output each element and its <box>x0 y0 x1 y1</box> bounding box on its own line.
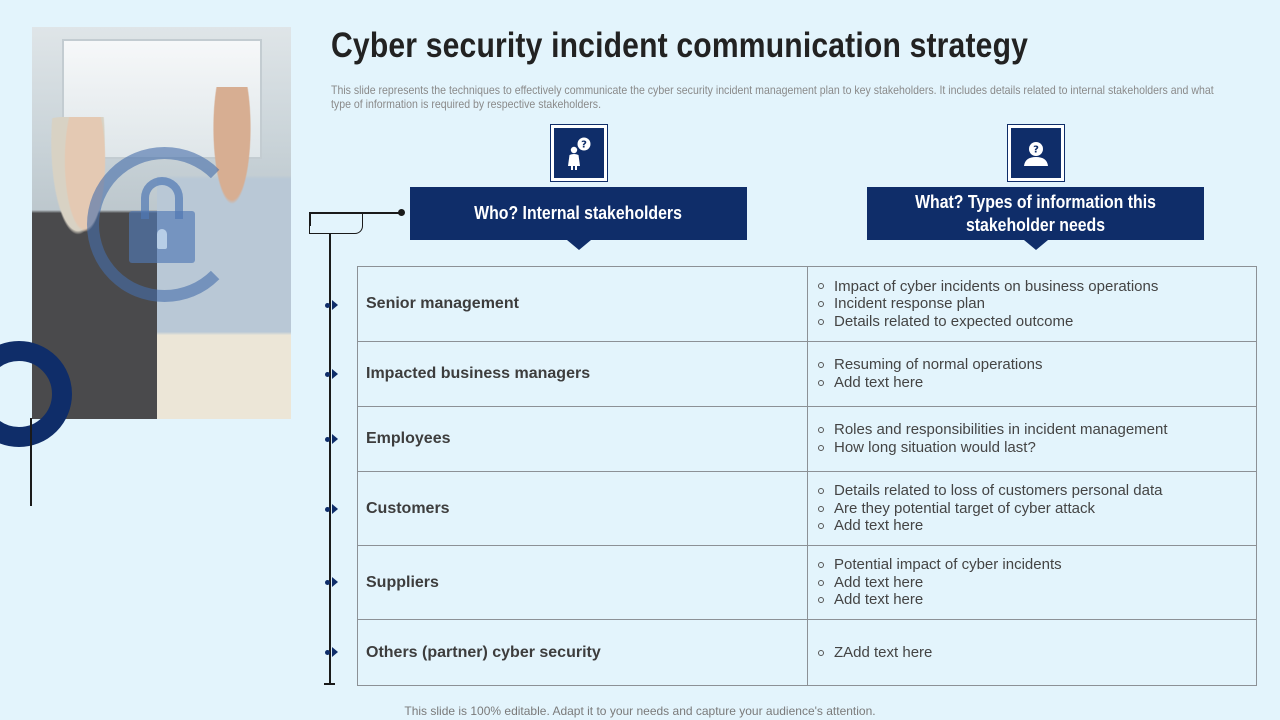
row-marker <box>325 433 345 445</box>
row-marker <box>325 576 345 588</box>
list-item: Impact of cyber incidents on business op… <box>818 278 1256 296</box>
page-title: Cyber security incident communication st… <box>331 26 1029 65</box>
info-cell: ZAdd text here <box>807 619 1257 686</box>
who-icon-box: ? <box>550 124 608 182</box>
list-item: Add text here <box>818 591 1256 609</box>
page-description: This slide represents the techniques to … <box>331 83 1214 111</box>
row-marker <box>325 299 345 311</box>
stakeholder-cell: Others (partner) cyber security <box>357 619 808 686</box>
what-icon-box: ? <box>1007 124 1065 182</box>
stakeholder-table: Senior management Impact of cyber incide… <box>357 266 1257 686</box>
who-header: Who? Internal stakeholders <box>410 187 747 250</box>
list-item: Potential impact of cyber incidents <box>818 556 1256 574</box>
list-item: Incident response plan <box>818 295 1256 313</box>
svg-text:?: ? <box>1033 145 1039 156</box>
decorative-line <box>30 418 32 506</box>
connector-bracket <box>309 212 363 234</box>
list-item: Details related to loss of customers per… <box>818 482 1256 500</box>
list-item: Add text here <box>818 374 1256 392</box>
stakeholder-cell: Senior management <box>357 266 808 342</box>
list-item: Details related to expected outcome <box>818 313 1256 331</box>
table-row: Employees Roles and responsibilities in … <box>357 406 1257 472</box>
table-row: Suppliers Potential impact of cyber inci… <box>357 545 1257 620</box>
stakeholders-photo <box>32 27 291 419</box>
timeline-end <box>324 683 335 685</box>
info-cell: Impact of cyber incidents on business op… <box>807 266 1257 342</box>
list-item: Add text here <box>818 574 1256 592</box>
info-cell: Roles and responsibilities in incident m… <box>807 406 1257 472</box>
list-item: ZAdd text here <box>818 644 1256 662</box>
footer-note: This slide is 100% editable. Adapt it to… <box>404 704 876 718</box>
list-item: Roles and responsibilities in incident m… <box>818 421 1256 439</box>
table-row: Senior management Impact of cyber incide… <box>357 266 1257 342</box>
padlock-icon <box>129 177 195 263</box>
info-cell: Potential impact of cyber incidents Add … <box>807 545 1257 620</box>
list-item: Add text here <box>818 517 1256 535</box>
what-header: What? Types of information this stakehol… <box>867 187 1204 250</box>
who-header-label: Who? Internal stakeholders <box>474 203 683 223</box>
connector-bracket-stem <box>309 212 311 226</box>
table-row: Customers Details related to loss of cus… <box>357 471 1257 546</box>
info-cell: Details related to loss of customers per… <box>807 471 1257 546</box>
list-item: Resuming of normal operations <box>818 356 1256 374</box>
info-cell: Resuming of normal operations Add text h… <box>807 341 1257 407</box>
person-question-icon: ? <box>1024 142 1048 166</box>
stakeholder-question-icon: ? <box>568 137 591 170</box>
stakeholder-cell: Customers <box>357 471 808 546</box>
stakeholder-cell: Suppliers <box>357 545 808 620</box>
connector-dot <box>398 209 405 216</box>
what-header-label: What? Types of information this stakehol… <box>915 191 1156 235</box>
stakeholder-cell: Impacted business managers <box>357 341 808 407</box>
table-row: Others (partner) cyber security ZAdd tex… <box>357 619 1257 686</box>
list-item: Are they potential target of cyber attac… <box>818 500 1256 518</box>
row-marker <box>325 368 345 380</box>
timeline-line <box>329 234 331 684</box>
row-marker <box>325 503 345 515</box>
stakeholder-cell: Employees <box>357 406 808 472</box>
svg-text:?: ? <box>581 140 587 151</box>
table-row: Impacted business managers Resuming of n… <box>357 341 1257 407</box>
list-item: How long situation would last? <box>818 439 1256 457</box>
row-marker <box>325 646 345 658</box>
